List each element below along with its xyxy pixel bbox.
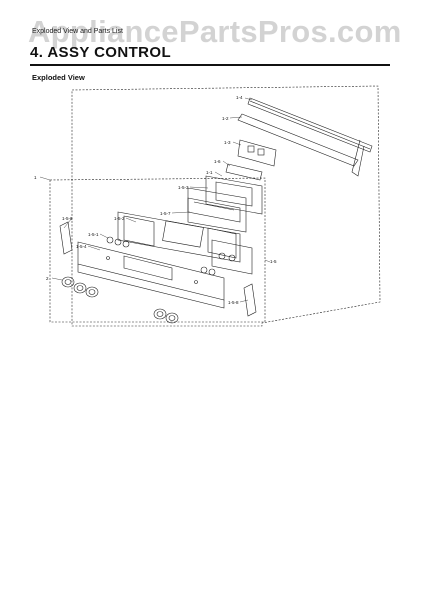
label-cover-pcb: 1-3 [224, 140, 231, 145]
label-control-panel: 1-5-4 [76, 244, 87, 249]
label-trim-top: 1-4 [236, 95, 243, 100]
outer-dashed-boundary [71, 85, 381, 327]
label-frame: 1-1 [206, 170, 213, 175]
label-end-cap-right: 1-5-8 [228, 300, 239, 305]
cover-pcb-part [237, 139, 277, 167]
bracket-part [237, 113, 359, 167]
section-title: 4. ASSY CONTROL [30, 44, 172, 61]
inner-dashed-boundary [49, 177, 266, 323]
label-display-window: 1-5-1 [88, 232, 99, 237]
label-display-lens: 1-5-7 [160, 211, 171, 216]
end-cap-left-part [59, 221, 73, 255]
title-rule [30, 64, 390, 66]
trim-top-part [247, 97, 373, 177]
end-cap-right-part [243, 283, 257, 317]
label-assy-control: 1 [34, 175, 37, 180]
label-main-pcb: 1-5 [270, 259, 277, 264]
display-lens-part [187, 197, 241, 223]
panel-frame-part [187, 187, 247, 233]
display-pcb-part [225, 163, 263, 181]
label-bracket: 1-2 [222, 116, 229, 121]
encoder-part [106, 236, 216, 276]
label-panel-frame: 1-5-3 [178, 185, 189, 190]
section-header: Exploded View and Parts List [32, 28, 123, 35]
leader-lines [39, 97, 271, 303]
label-end-cap-left: 1-5-6 [62, 216, 73, 221]
label-display-pcb: 1-6 [214, 159, 221, 164]
control-panel-part [77, 241, 225, 309]
knobs-part [61, 276, 179, 324]
main-pcb-part [211, 239, 253, 275]
frame-part [205, 175, 263, 215]
label-switch-holder: 1-5-2 [114, 216, 125, 221]
label-knob: 2 [46, 276, 49, 281]
switch-holder-part [117, 211, 241, 263]
exploded-view-heading: Exploded View [32, 73, 85, 82]
